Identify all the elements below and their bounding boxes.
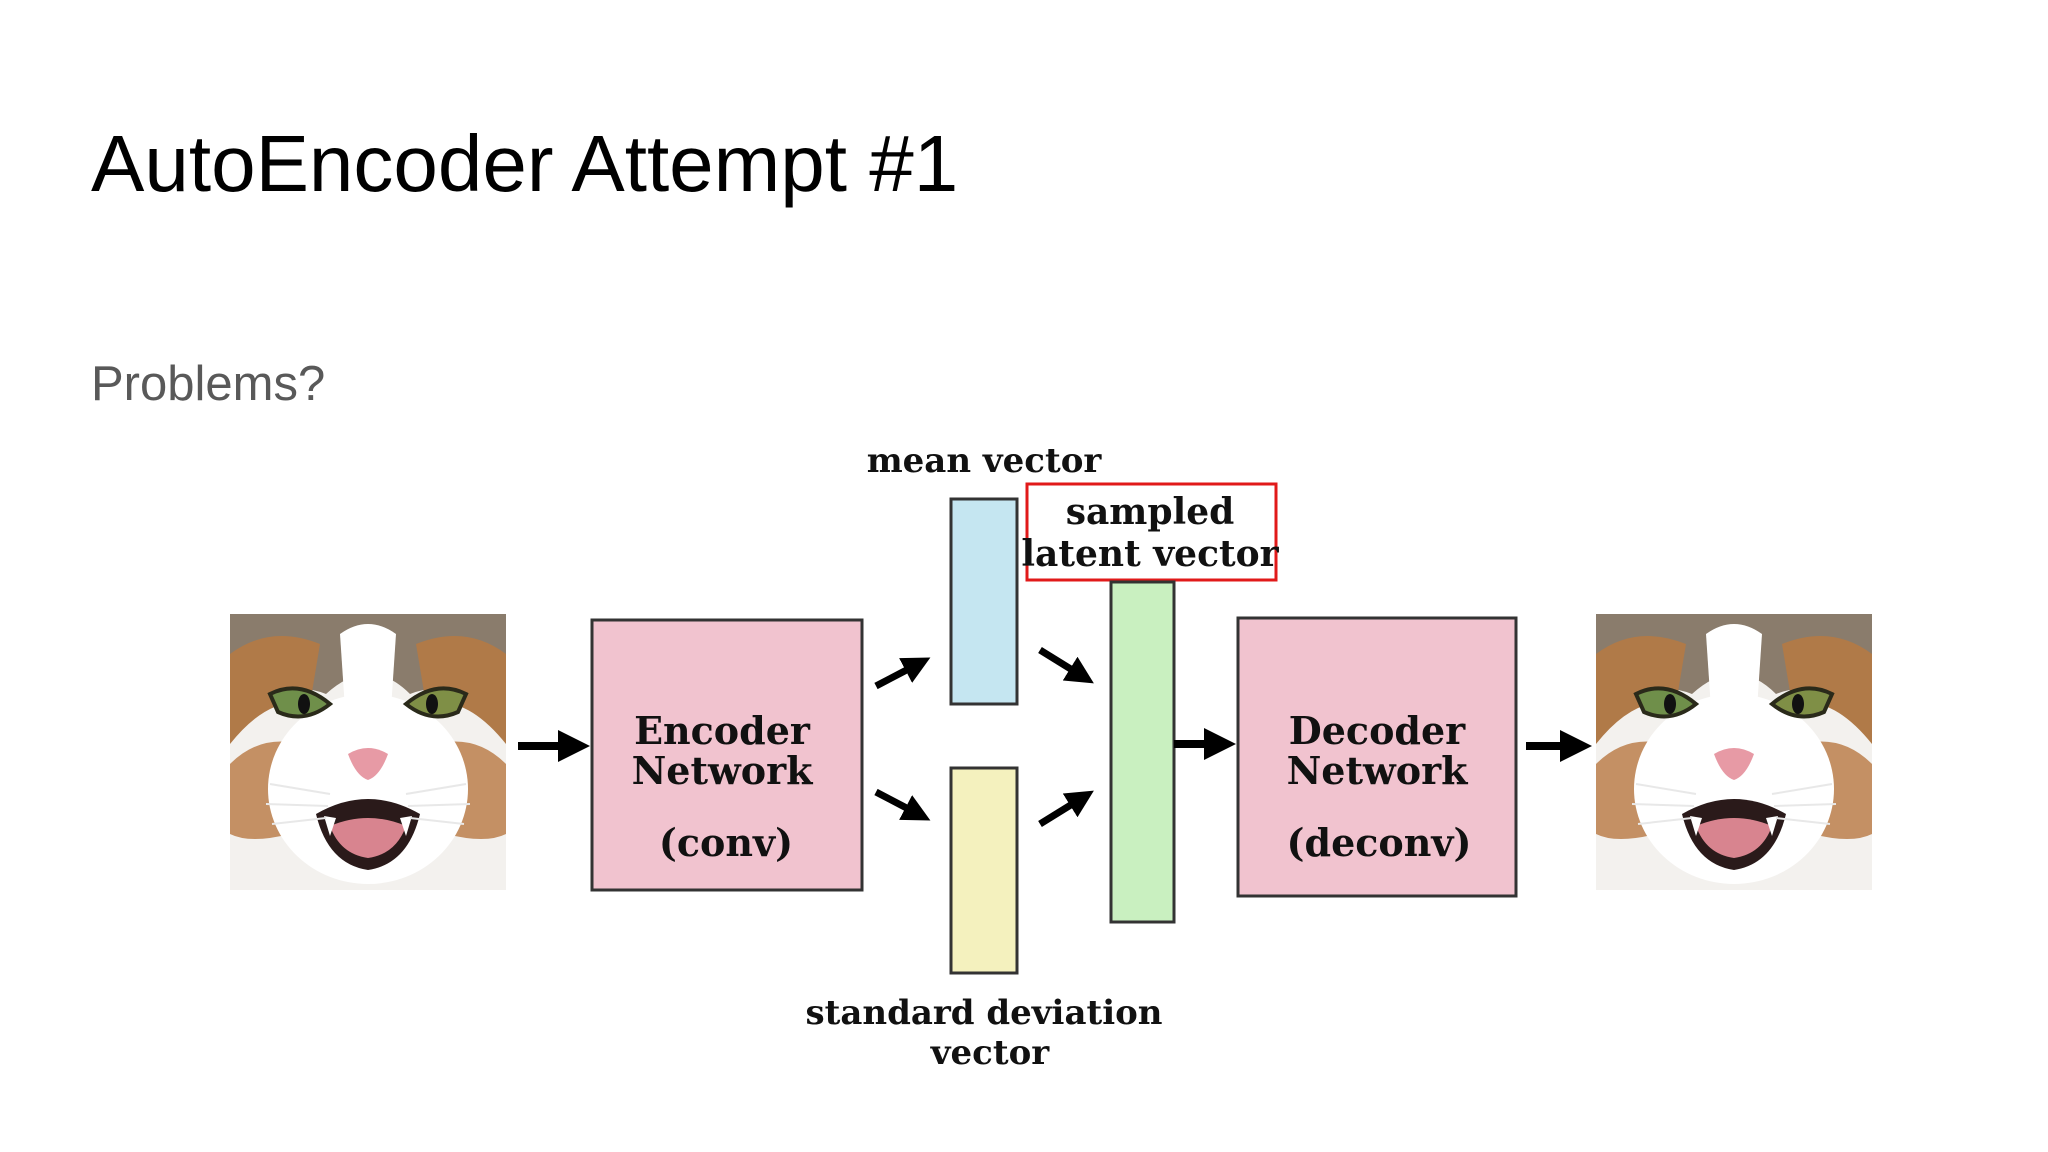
std-vector-bar [949, 766, 1019, 975]
decoder-label-line2: Network [1287, 748, 1469, 793]
decoder-label-line3: (deconv) [1287, 820, 1472, 865]
arrow-encoder-to-std [874, 788, 931, 821]
output-cat-image [1594, 612, 1874, 892]
std-vector-label-line1: standard deviation [805, 993, 1162, 1033]
input-cat-image [228, 612, 508, 892]
sampled-latent-label-line2: latent vector [1021, 533, 1279, 575]
sampled-latent-vector-bar [1109, 580, 1176, 924]
decoder-label-line1: Decoder [1289, 708, 1466, 753]
encoder-network-box [590, 618, 864, 892]
encoder-label-line1: Encoder [634, 708, 811, 753]
encoder-label-line2: Network [632, 748, 814, 793]
sampled-latent-label-line1: sampled [1066, 491, 1235, 533]
arrow-encoder-to-mean [874, 657, 931, 690]
arrow-mean-to-latent [1038, 647, 1094, 684]
std-vector-label-line2: vector [930, 1033, 1050, 1073]
sampled-latent-highlight-box [1025, 482, 1278, 582]
arrow-std-to-latent [1038, 790, 1094, 827]
slide-subtitle: Problems? [91, 357, 326, 411]
decoder-network-box [1236, 616, 1518, 898]
slide-title: AutoEncoder Attempt #1 [91, 119, 959, 208]
mean-vector-bar [949, 497, 1019, 706]
encoder-label-line3: (conv) [659, 820, 793, 865]
mean-vector-label: mean vector [867, 441, 1103, 481]
